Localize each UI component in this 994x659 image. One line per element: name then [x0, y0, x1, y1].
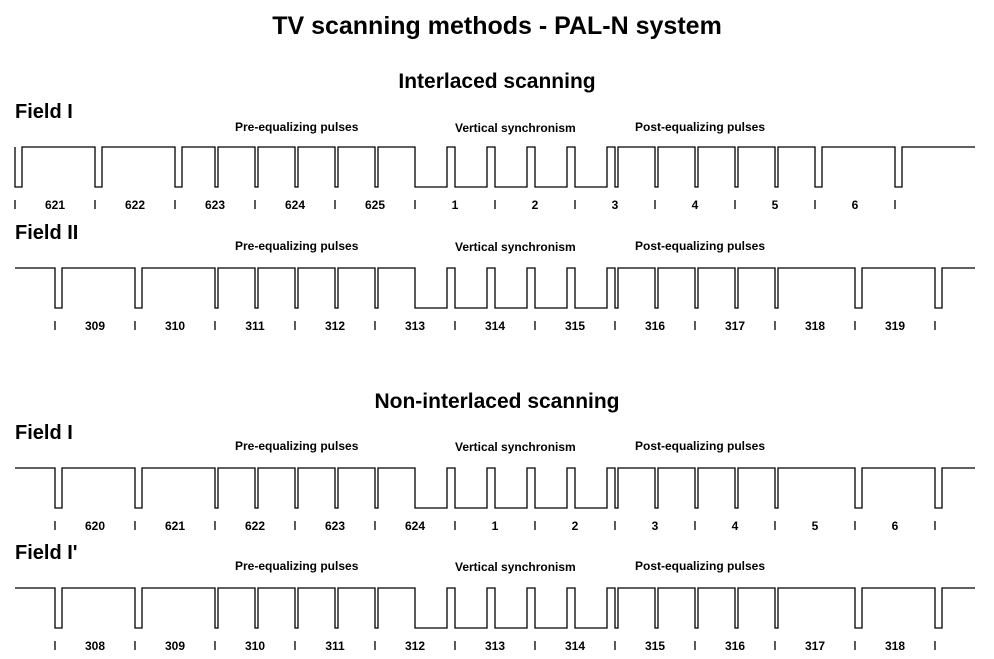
line-number-label: 311 [325, 639, 345, 653]
line-number-label: 308 [85, 639, 105, 653]
line-number-label: 624 [285, 198, 305, 212]
line-number-label: 4 [692, 198, 699, 212]
line-number-label: 2 [532, 198, 539, 212]
annotation-post-equalizing: Post-equalizing pulses [635, 559, 766, 573]
annotation-pre-equalizing: Pre-equalizing pulses [235, 439, 359, 453]
section-heading-non-interlaced: Non-interlaced scanning [374, 390, 620, 413]
line-number-label: 315 [645, 639, 665, 653]
field-label: Field I [15, 101, 73, 123]
line-number-label: 319 [885, 319, 905, 333]
line-number-label: 317 [805, 639, 825, 653]
line-number-label: 623 [325, 519, 345, 533]
line-number-label: 6 [892, 519, 899, 533]
annotation-post-equalizing: Post-equalizing pulses [635, 239, 766, 253]
line-number-label: 318 [805, 319, 825, 333]
field-label: Field I' [15, 542, 78, 564]
line-number-label: 623 [205, 198, 225, 212]
line-number-label: 310 [245, 639, 265, 653]
line-number-label: 625 [365, 198, 385, 212]
line-number-label: 314 [565, 639, 585, 653]
diagram-title: TV scanning methods - PAL-N system [272, 12, 722, 40]
line-number-label: 3 [652, 519, 659, 533]
line-number-label: 4 [732, 519, 739, 533]
line-number-label: 3 [612, 198, 619, 212]
line-number-label: 311 [245, 319, 265, 333]
line-number-label: 309 [165, 639, 185, 653]
line-number-label: 315 [565, 319, 585, 333]
annotation-pre-equalizing: Pre-equalizing pulses [235, 120, 359, 134]
sync-waveform [14, 146, 975, 188]
annotation-post-equalizing: Post-equalizing pulses [635, 120, 766, 134]
annotation-pre-equalizing: Pre-equalizing pulses [235, 239, 359, 253]
line-number-label: 316 [725, 639, 745, 653]
annotation-vertical-sync: Vertical synchronism [455, 560, 576, 574]
line-number-label: 622 [125, 198, 145, 212]
sync-waveform [15, 587, 975, 629]
line-number-label: 624 [405, 519, 425, 533]
line-number-label: 620 [85, 519, 105, 533]
line-number-label: 6 [852, 198, 859, 212]
annotation-vertical-sync: Vertical synchronism [455, 121, 576, 135]
line-number-label: 622 [245, 519, 265, 533]
field-label: Field II [15, 222, 79, 244]
line-number-label: 5 [772, 198, 779, 212]
annotation-vertical-sync: Vertical synchronism [455, 440, 576, 454]
line-number-label: 313 [485, 639, 505, 653]
line-number-label: 5 [812, 519, 819, 533]
line-number-label: 316 [645, 319, 665, 333]
line-number-label: 621 [45, 198, 65, 212]
line-number-label: 310 [165, 319, 185, 333]
line-number-label: 309 [85, 319, 105, 333]
line-number-label: 313 [405, 319, 425, 333]
annotation-post-equalizing: Post-equalizing pulses [635, 439, 766, 453]
annotation-pre-equalizing: Pre-equalizing pulses [235, 559, 359, 573]
line-number-label: 312 [325, 319, 345, 333]
field-label: Field I [15, 422, 73, 444]
line-number-label: 621 [165, 519, 185, 533]
line-number-label: 318 [885, 639, 905, 653]
annotation-vertical-sync: Vertical synchronism [455, 240, 576, 254]
sync-waveform [15, 267, 975, 309]
line-number-label: 317 [725, 319, 745, 333]
sync-waveform [15, 467, 975, 509]
line-number-label: 1 [452, 198, 459, 212]
section-heading-interlaced: Interlaced scanning [398, 70, 596, 93]
line-number-label: 314 [485, 319, 505, 333]
line-number-label: 312 [405, 639, 425, 653]
line-number-label: 1 [492, 519, 499, 533]
line-number-label: 2 [572, 519, 579, 533]
